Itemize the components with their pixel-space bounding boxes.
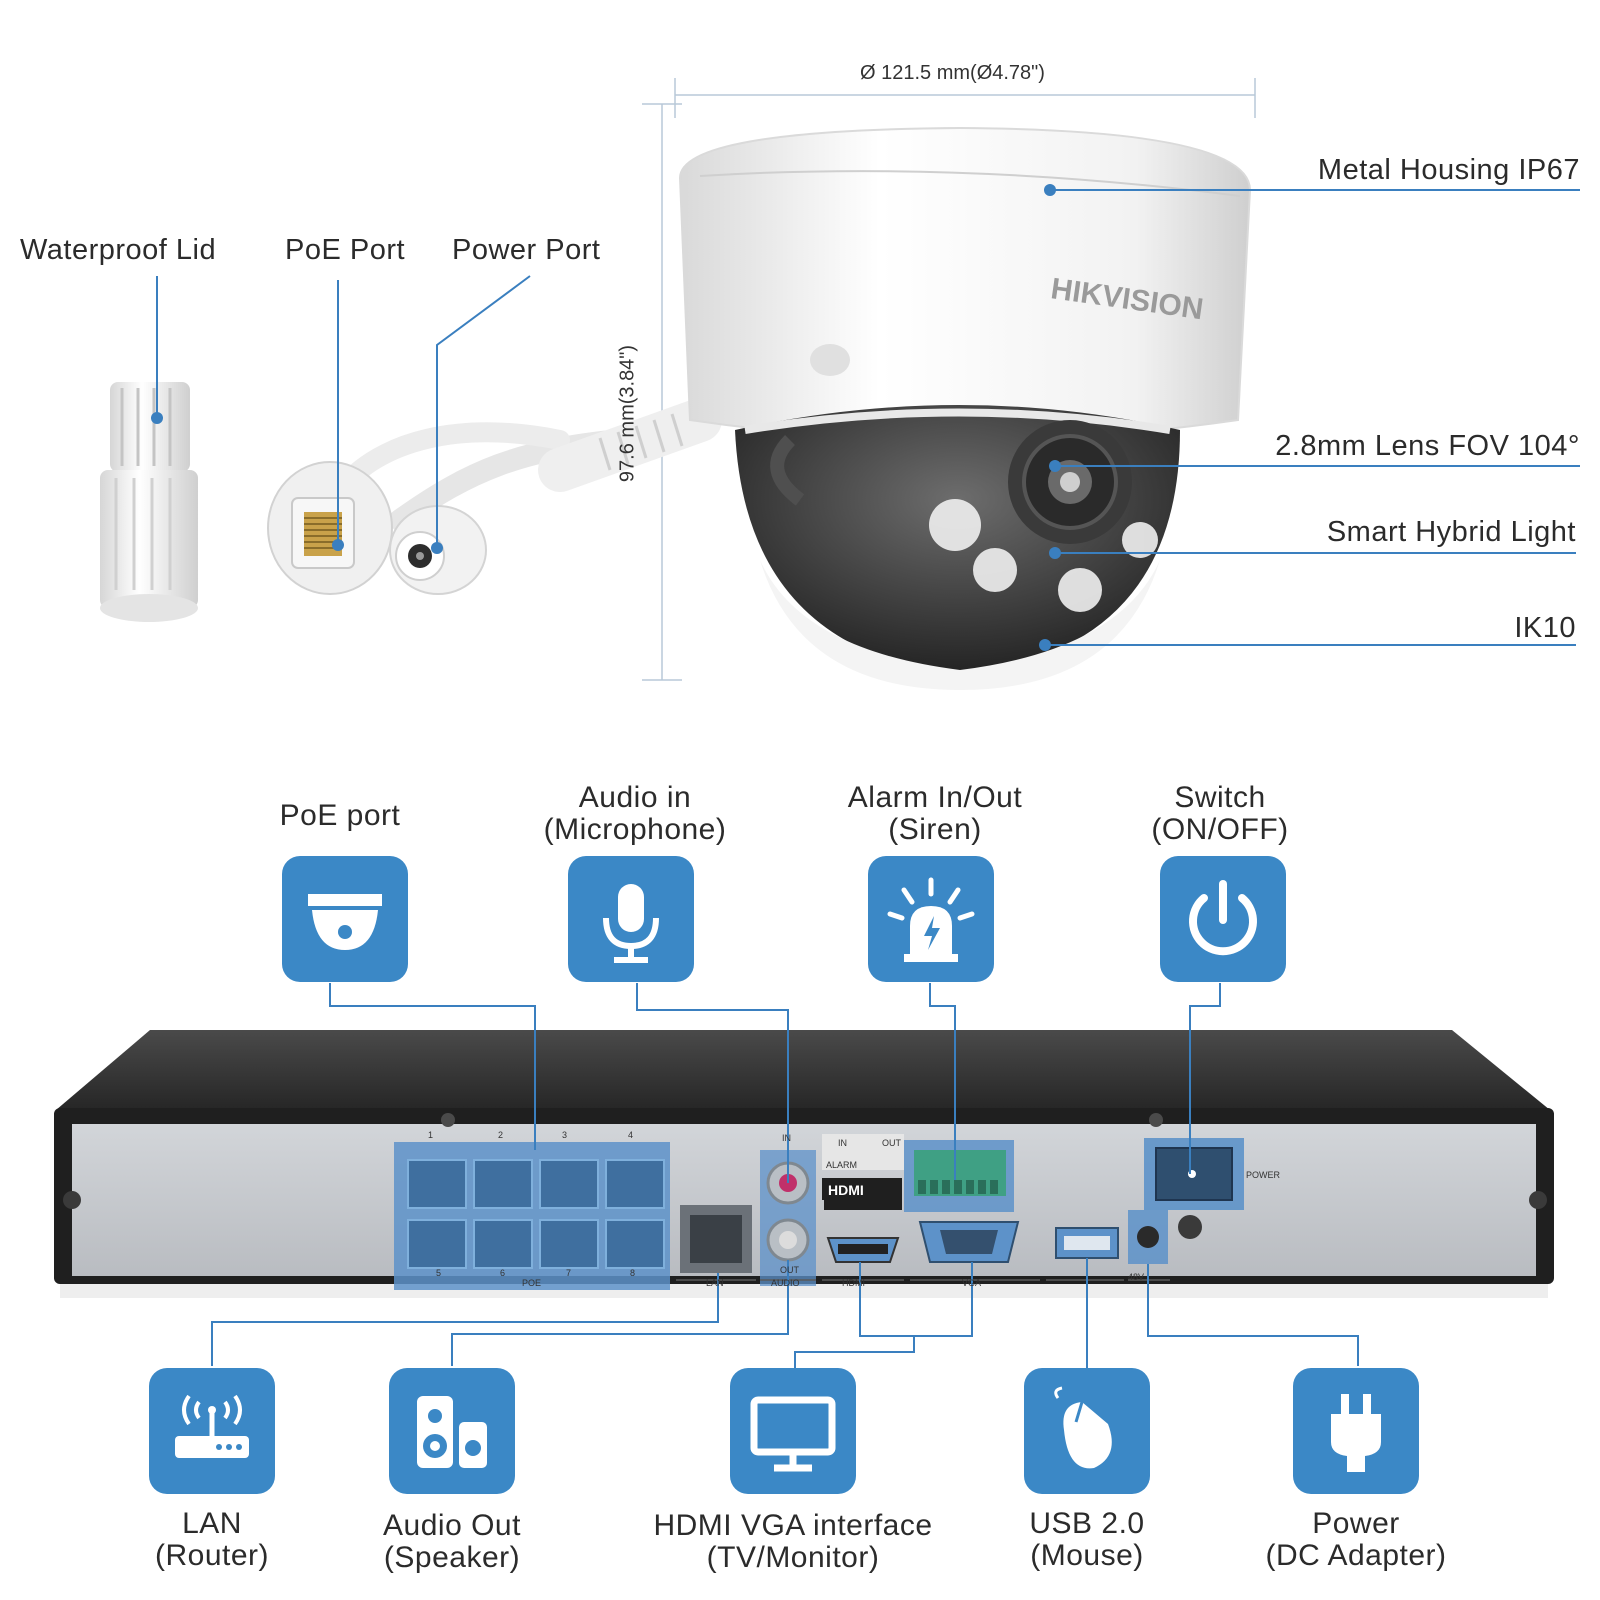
panel-port-4: 4 (628, 1130, 633, 1140)
poe-ports-block (394, 1142, 670, 1290)
poe-port-label: PoE Port (285, 234, 406, 266)
display-caption-line1: HDMI VGA interface (653, 1509, 933, 1542)
lens-label: 2.8mm Lens FOV 104° (1275, 430, 1580, 462)
panel-hdmi-logo: HDMI (828, 1182, 864, 1198)
ik10-label: IK10 (1514, 612, 1576, 644)
lan-caption-line2: (Router) (154, 1539, 270, 1572)
power-icon (1189, 880, 1257, 956)
plug-icon (1331, 1394, 1381, 1472)
power-caption: Power (DC Adapter) (1246, 1508, 1466, 1572)
lan-caption: LAN (Router) (112, 1508, 312, 1572)
monitor-icon (750, 1396, 836, 1472)
power-caption-line1: Power (1312, 1507, 1400, 1540)
power-switch (1144, 1138, 1244, 1210)
panel-port-8: 8 (630, 1268, 635, 1278)
alarm-caption-line2: (Siren) (888, 813, 982, 846)
vga-port (918, 1221, 1020, 1263)
power-tile (1293, 1368, 1419, 1494)
dc-input (1128, 1210, 1202, 1264)
router-icon (175, 1394, 249, 1458)
metal-housing-label: Metal Housing IP67 (1317, 154, 1580, 186)
switch-caption: Switch (ON/OFF) (1110, 782, 1330, 846)
alarm-tile (868, 856, 994, 982)
usb-port (1055, 1227, 1119, 1259)
switch-tile (1160, 856, 1286, 982)
smart-light-label: Smart Hybrid Light (1326, 516, 1576, 548)
speaker-icon (417, 1396, 487, 1468)
microphone-icon (603, 884, 659, 963)
panel-text-power: POWER (1246, 1170, 1281, 1180)
lan-port (680, 1205, 752, 1273)
panel-text-alarm-in: IN (838, 1138, 847, 1148)
height-dimension-label: 97.6 mm(3.84") (616, 344, 639, 483)
width-dimension-line (674, 78, 1256, 118)
panel-port-3: 3 (562, 1130, 567, 1140)
panel-port-7: 7 (566, 1268, 571, 1278)
panel-text-dc: 48V (1128, 1272, 1144, 1282)
audio-in-caption-line2: (Microphone) (543, 813, 727, 846)
mouse-icon (1054, 1386, 1112, 1469)
usb-tile (1024, 1368, 1150, 1494)
nvr-bottom-connectors (211, 1258, 1359, 1368)
panel-port-6: 6 (500, 1268, 505, 1278)
audio-out-caption-line2: (Speaker) (383, 1541, 521, 1574)
alarm-caption: Alarm In/Out (Siren) (820, 782, 1050, 846)
cable-illustration (267, 398, 722, 595)
audio-in-tile (568, 856, 694, 982)
panel-text-alarm: ALARM (826, 1160, 857, 1170)
audio-in-caption: Audio in (Microphone) (520, 782, 750, 846)
lan-caption-line1: LAN (182, 1507, 242, 1540)
usb-caption: USB 2.0 (Mouse) (1002, 1508, 1172, 1572)
rj45-connector (267, 461, 393, 595)
audio-in-caption-line1: Audio in (578, 781, 692, 814)
usb-caption-line2: (Mouse) (1030, 1539, 1144, 1572)
height-dimension-line (642, 103, 682, 681)
panel-text-audio-in: IN (782, 1133, 791, 1143)
alarm-caption-line1: Alarm In/Out (847, 781, 1023, 814)
audio-out-tile (389, 1368, 515, 1494)
panel-port-5: 5 (436, 1268, 441, 1278)
dome-camera-illustration: HIKVISION (678, 126, 1252, 690)
panel-port-1: 1 (428, 1130, 433, 1140)
width-dimension-label: Ø 121.5 mm(Ø4.78") (860, 62, 1045, 84)
siren-icon (887, 877, 975, 962)
lan-tile (149, 1368, 275, 1494)
waterproof-lid-label: Waterproof Lid (20, 234, 217, 266)
panel-text-vga: VGA (962, 1278, 981, 1288)
panel-text-lan: LAN (706, 1278, 724, 1288)
alarm-terminal (822, 1134, 1014, 1212)
usb-caption-line1: USB 2.0 (1029, 1507, 1145, 1540)
display-caption: HDMI VGA interface (TV/Monitor) (623, 1510, 963, 1574)
power-caption-line2: (DC Adapter) (1265, 1539, 1447, 1572)
switch-caption-line1: Switch (1174, 781, 1266, 814)
panel-text-poe: POE (522, 1278, 541, 1288)
waterproof-lid-illustration (100, 382, 198, 622)
panel-text-audio-out: OUT (780, 1265, 800, 1275)
panel-text-alarm-out: OUT (882, 1138, 902, 1148)
audio-out-caption: Audio Out (Speaker) (352, 1510, 552, 1574)
dome-camera-icon (308, 894, 382, 950)
display-caption-line2: (TV/Monitor) (706, 1541, 880, 1574)
power-port-label: Power Port (452, 234, 601, 266)
camera-leader-lines (156, 189, 1580, 646)
poe-port-caption-line1: PoE port (279, 799, 401, 832)
panel-text-hdmi: HDMI (842, 1278, 865, 1288)
panel-text-audio: AUDIO (771, 1278, 800, 1288)
poe-port-caption: PoE port (240, 800, 440, 832)
nvr-top-connectors (329, 983, 1221, 1183)
audio-out-caption-line1: Audio Out (383, 1509, 521, 1542)
camera-leader-dots (151, 184, 1061, 651)
switch-caption-line2: (ON/OFF) (1151, 813, 1289, 846)
poe-port-tile (282, 856, 408, 982)
display-tile (730, 1368, 856, 1494)
panel-port-2: 2 (498, 1130, 503, 1140)
